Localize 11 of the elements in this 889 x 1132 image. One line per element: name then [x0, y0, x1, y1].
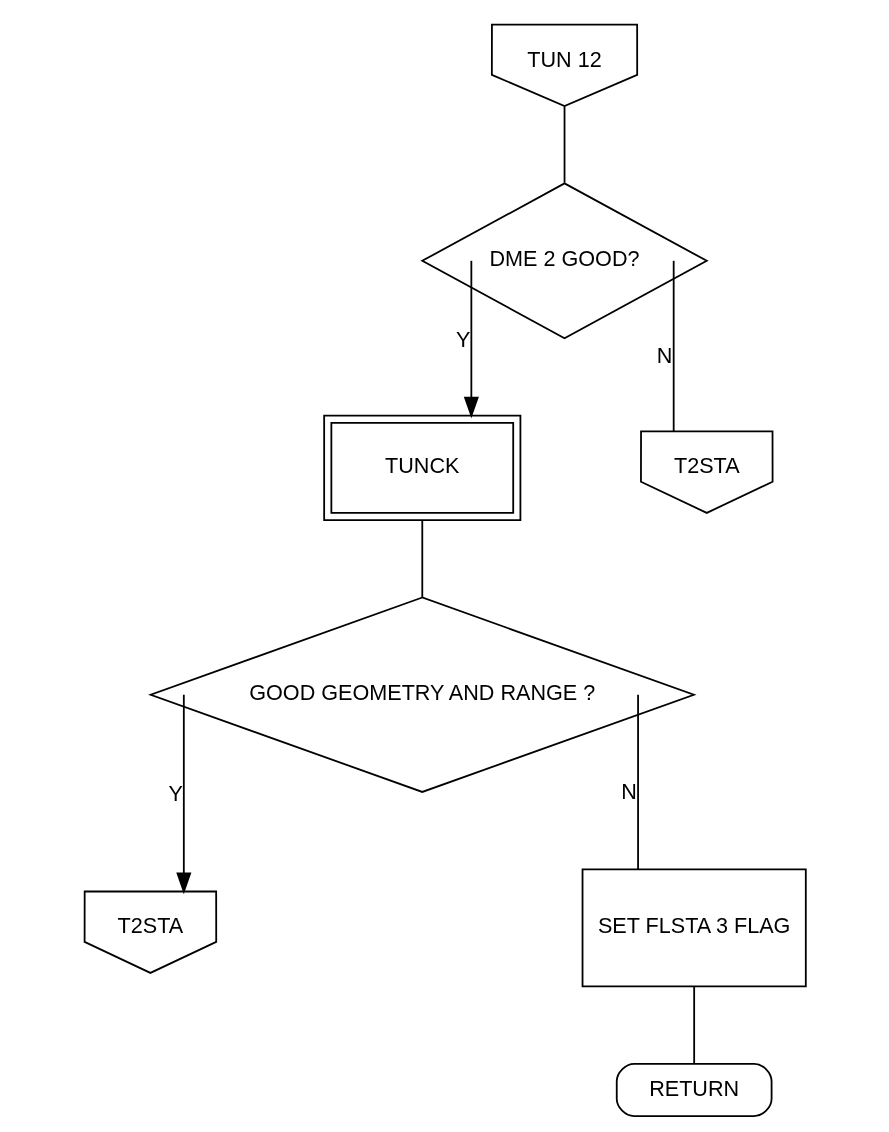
edge-label: N	[656, 343, 672, 369]
arrow	[175, 693, 191, 895]
node-box: TUNCK	[322, 414, 521, 521]
connector	[672, 259, 675, 433]
connector	[692, 985, 695, 1064]
connector	[636, 693, 639, 870]
node-box: RETURN	[615, 1062, 772, 1117]
connector	[420, 519, 423, 599]
connector	[563, 105, 565, 184]
node-box: SET FLSTA 3 FLAG	[581, 868, 807, 988]
arrow	[463, 259, 479, 419]
